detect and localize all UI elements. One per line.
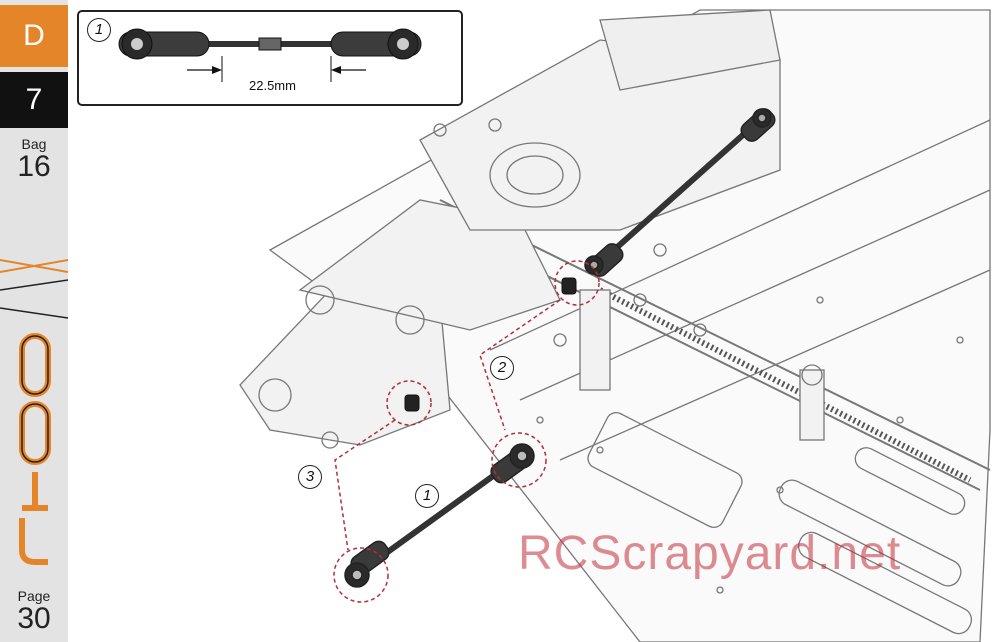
page-number: 30: [17, 602, 51, 635]
watermark: RCScrapyard.net: [518, 527, 902, 580]
callout-1: 1: [415, 484, 439, 508]
section-letter: D: [0, 5, 68, 67]
callout-2: 2: [490, 356, 514, 380]
inset-callout: 1: [87, 18, 111, 42]
sidebar: D 7 Bag 16 Page 30: [0, 0, 68, 642]
brand-logo: [0, 259, 68, 565]
callout-3: 3: [298, 465, 322, 489]
page-label: Page: [17, 588, 51, 604]
inset-panel: 1 22.5mm: [77, 10, 463, 106]
inset-turnbuckle-drawing: [118, 28, 422, 82]
dimension-label: 22.5mm: [249, 78, 296, 93]
step-number: 7: [0, 72, 68, 128]
bag-label: Bag: [21, 136, 47, 152]
bag-number: 16: [17, 150, 51, 183]
